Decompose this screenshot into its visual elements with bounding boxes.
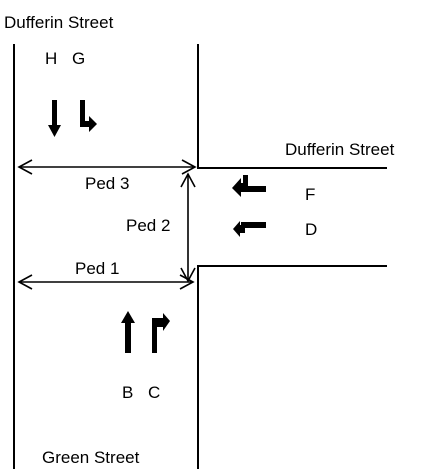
left-turn-arrow-west-top-icon xyxy=(232,175,266,197)
through-arrow-up-icon xyxy=(121,311,135,353)
ped-crossing-north-label: Ped 3 xyxy=(85,174,129,193)
movement-label-d: D xyxy=(305,220,317,239)
street-name-right: Dufferin Street xyxy=(285,140,395,159)
northeast-curb xyxy=(197,44,387,169)
right-turn-arrow-up-icon xyxy=(152,313,170,353)
movement-label-f: F xyxy=(305,185,315,204)
curb-lines xyxy=(13,44,387,469)
street-name-bottom: Green Street xyxy=(42,448,140,467)
through-arrow-down-icon xyxy=(48,100,61,137)
southeast-curb xyxy=(197,265,387,469)
movement-label-h: H xyxy=(45,49,57,68)
left-turn-arrow-down-icon xyxy=(80,100,97,132)
movement-label-g: G xyxy=(72,49,85,68)
movement-label-b: B xyxy=(122,383,133,402)
movement-label-c: C xyxy=(148,383,160,402)
ped-crossing-south-label: Ped 1 xyxy=(75,259,119,278)
ped-crossing-east-label: Ped 2 xyxy=(126,216,170,235)
left-turn-arrow-west-bottom-icon xyxy=(233,221,266,237)
street-name-top: Dufferin Street xyxy=(4,13,114,32)
